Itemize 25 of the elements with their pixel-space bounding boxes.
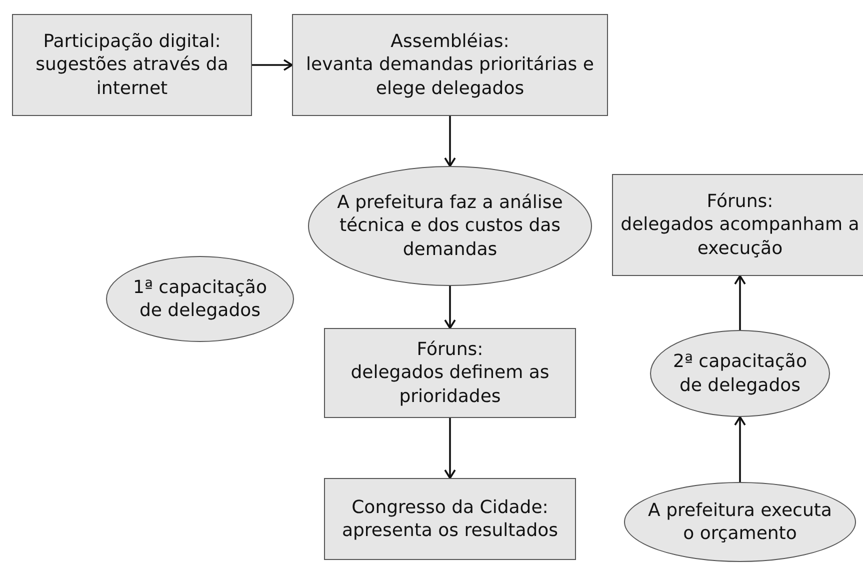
node-heading: Fóruns:	[416, 338, 484, 362]
node-heading: Assembléias:	[390, 30, 510, 54]
process-box	[324, 328, 576, 418]
arrow	[734, 275, 746, 330]
process-box	[292, 14, 608, 116]
node-heading: Participação digital:	[43, 30, 221, 54]
node-text: delegados definem as prioridades	[350, 361, 550, 408]
node-text: delegados acompanham a execução	[620, 213, 860, 260]
node-text: A prefeitura executa o orçamento	[647, 498, 833, 546]
node-text: levanta demandas prioritárias e elege delegados	[305, 53, 595, 100]
node-heading: Fóruns:	[706, 190, 774, 214]
arrow	[734, 416, 746, 482]
process-box	[12, 14, 252, 116]
arrow	[252, 59, 293, 71]
arrow	[444, 418, 456, 479]
arrow	[444, 116, 456, 167]
node-text: sugestões através da internet	[34, 53, 230, 100]
node-heading: Congresso da Cidade:	[352, 496, 548, 519]
node-text: A prefeitura faz a análise técnica e dos custos das demandas	[336, 191, 564, 261]
node-text: 2ª capacitação de delegados	[673, 350, 807, 397]
node-text: 1ª capacitação de delegados	[132, 276, 268, 322]
process-box	[324, 478, 576, 560]
node-text: apresenta os resultados	[342, 519, 558, 542]
process-box	[612, 174, 863, 276]
arrow	[444, 286, 456, 329]
